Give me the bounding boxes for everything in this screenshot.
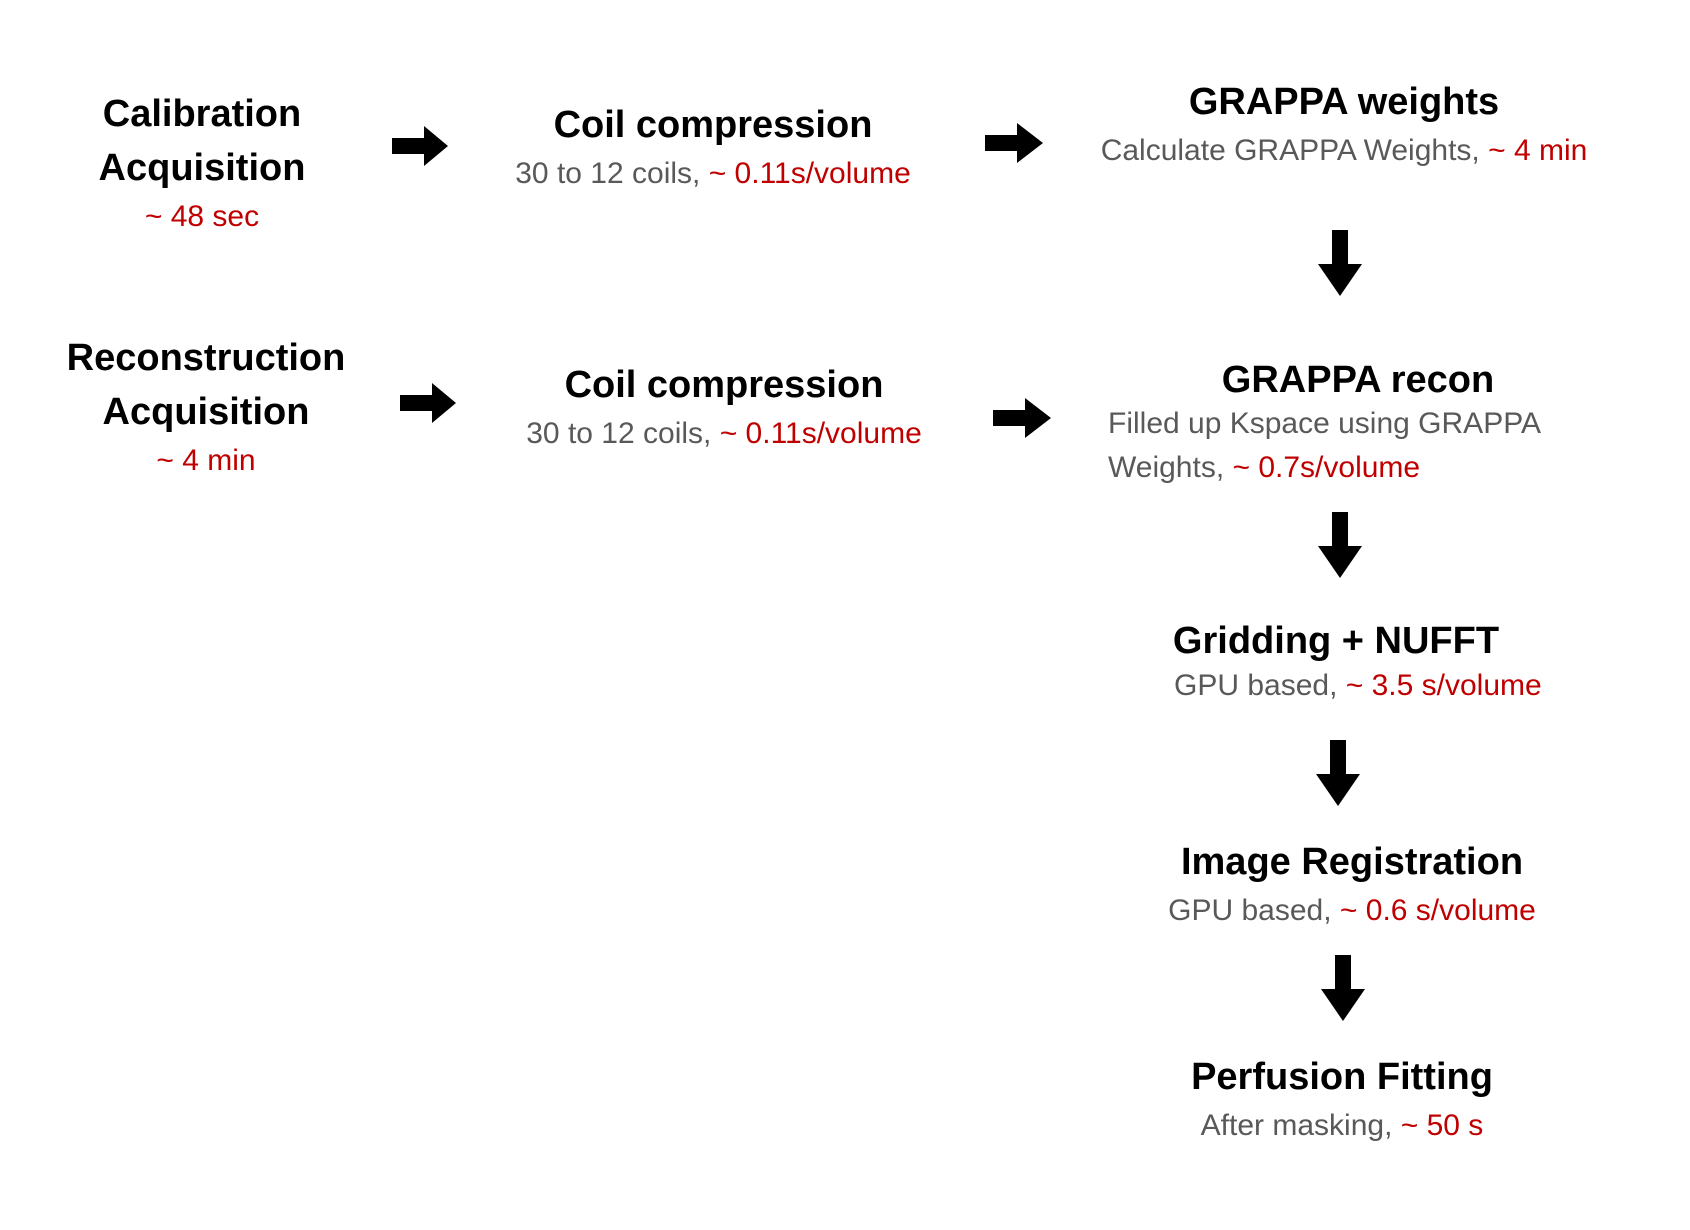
node-description: GPU based, xyxy=(1174,669,1346,702)
node-description: Weights, xyxy=(1108,451,1233,484)
node-timing: ~ 3.5 s/volume xyxy=(1345,669,1542,702)
node-calibration-acquisition: Calibration Acquisition ~ 48 sec xyxy=(99,87,306,239)
node-timing: ~ 50 s xyxy=(1400,1109,1484,1142)
node-description: After masking, xyxy=(1200,1109,1401,1142)
node-title: Image Registration xyxy=(1180,841,1524,883)
node-title: Perfusion Fitting xyxy=(1191,1056,1493,1098)
node-coil-compression-calibration: Coil compression 30 to 12 coils, ~ 0.11s… xyxy=(515,98,911,196)
node-perfusion-fitting: Perfusion Fitting After masking, ~ 50 s xyxy=(1191,1050,1493,1148)
node-description: Calculate GRAPPA Weights, xyxy=(1100,134,1489,167)
node-title: Coil compression xyxy=(564,364,884,406)
node-title: GRAPPA weights xyxy=(1188,81,1500,123)
node-gridding-nufft: Gridding + NUFFT xyxy=(1173,614,1499,668)
node-title: Gridding + NUFFT xyxy=(1172,620,1500,662)
arrow-down-registration-to-perfusion xyxy=(1321,955,1365,1021)
node-timing: ~ 4 min xyxy=(156,444,256,477)
arrow-right-calibration-to-coil xyxy=(392,126,448,166)
node-title: Acquisition xyxy=(102,391,310,433)
arrow-right-reconstruction-to-coil xyxy=(400,383,456,423)
node-reconstruction-acquisition: Reconstruction Acquisition ~ 4 min xyxy=(67,331,346,483)
gridding-description: GPU based, ~ 3.5 s/volume xyxy=(1174,664,1542,708)
node-title: Coil compression xyxy=(553,104,873,146)
node-timing: ~ 0.7s/volume xyxy=(1232,451,1421,484)
node-timing: ~ 48 sec xyxy=(144,200,260,233)
node-title: Calibration xyxy=(102,93,302,135)
arrow-down-weights-to-recon xyxy=(1318,230,1362,296)
node-timing: ~ 0.6 s/volume xyxy=(1339,894,1536,927)
node-title: GRAPPA recon xyxy=(1221,359,1495,401)
node-description: Filled up Kspace using GRAPPA xyxy=(1108,407,1541,440)
node-grappa-recon: GRAPPA recon xyxy=(1222,353,1494,407)
node-grappa-weights: GRAPPA weights Calculate GRAPPA Weights,… xyxy=(1101,75,1588,173)
arrow-right-coil-to-grappa-weights xyxy=(985,123,1043,163)
node-image-registration: Image Registration GPU based, ~ 0.6 s/vo… xyxy=(1168,835,1536,933)
node-title: Reconstruction xyxy=(66,337,346,379)
node-timing: ~ 0.11s/volume xyxy=(708,157,911,190)
grappa-recon-description: Filled up Kspace using GRAPPA Weights, ~… xyxy=(1108,402,1541,490)
node-coil-compression-reconstruction: Coil compression 30 to 12 coils, ~ 0.11s… xyxy=(526,358,922,456)
node-description: 30 to 12 coils, xyxy=(526,417,720,450)
node-description: GPU based, xyxy=(1168,894,1340,927)
arrow-right-coil-to-grappa-recon xyxy=(993,398,1051,438)
node-description: 30 to 12 coils, xyxy=(515,157,709,190)
arrow-down-recon-to-gridding xyxy=(1318,512,1362,578)
node-timing: ~ 0.11s/volume xyxy=(719,417,922,450)
arrow-down-gridding-to-registration xyxy=(1316,740,1360,806)
node-title: Acquisition xyxy=(98,147,306,189)
node-timing: ~ 4 min xyxy=(1488,134,1588,167)
